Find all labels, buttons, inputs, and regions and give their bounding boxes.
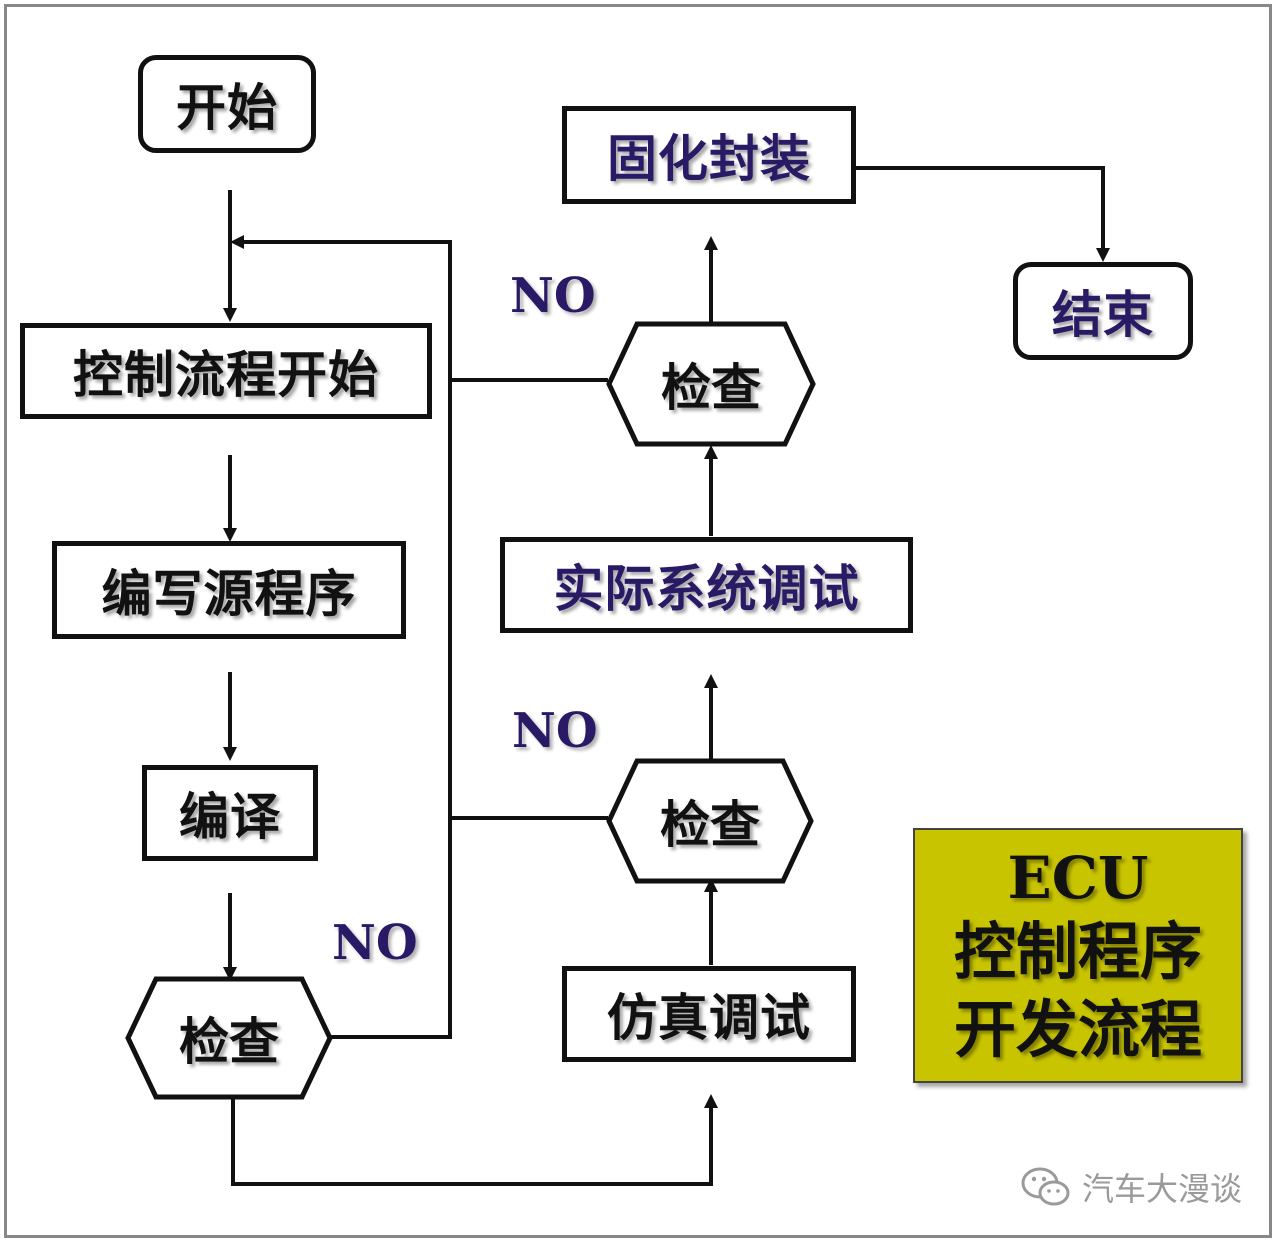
wechat-icon <box>1021 1167 1070 1206</box>
title-line-3: 开发流程 <box>953 992 1202 1066</box>
node-check-1-label: 检查 <box>179 1013 279 1071</box>
edge-feedback-loop <box>230 235 452 1039</box>
image-frame <box>4 4 1272 1238</box>
node-check-2-label: 检查 <box>660 796 760 854</box>
node-check-2: 检查 <box>605 758 815 884</box>
title-box: ECU 控制程序 开发流程 <box>913 828 1243 1083</box>
hexagon-shape <box>606 321 816 447</box>
node-control-flow-start: 控制流程开始 <box>20 323 432 419</box>
no-label-1: NO <box>510 268 596 324</box>
edge-check1-to-sim <box>231 1094 718 1186</box>
node-check-3-label: 检查 <box>661 359 761 417</box>
node-start: 开始 <box>138 55 316 153</box>
node-compile: 编译 <box>142 765 318 861</box>
no-label-3: NO <box>332 915 418 971</box>
no-label-2: NO <box>512 703 598 759</box>
hexagon-shape <box>125 976 333 1100</box>
hexagon-shape <box>606 758 814 884</box>
watermark-text: 汽车大漫谈 <box>1082 1170 1243 1208</box>
title-line-1: ECU <box>1007 843 1149 912</box>
node-sim-debug: 仿真调试 <box>562 966 856 1062</box>
node-real-debug: 实际系统调试 <box>500 537 913 633</box>
edge-solidify-to-end <box>854 166 1110 262</box>
node-write-source: 编写源程序 <box>52 541 406 639</box>
title-line-2: 控制程序 <box>953 914 1202 988</box>
node-solidify: 固化封装 <box>562 106 856 204</box>
node-end: 结束 <box>1013 262 1193 360</box>
watermark: 汽车大漫谈 <box>1020 1162 1242 1212</box>
node-check-3: 检查 <box>605 321 817 447</box>
node-check-1: 检查 <box>124 976 334 1100</box>
